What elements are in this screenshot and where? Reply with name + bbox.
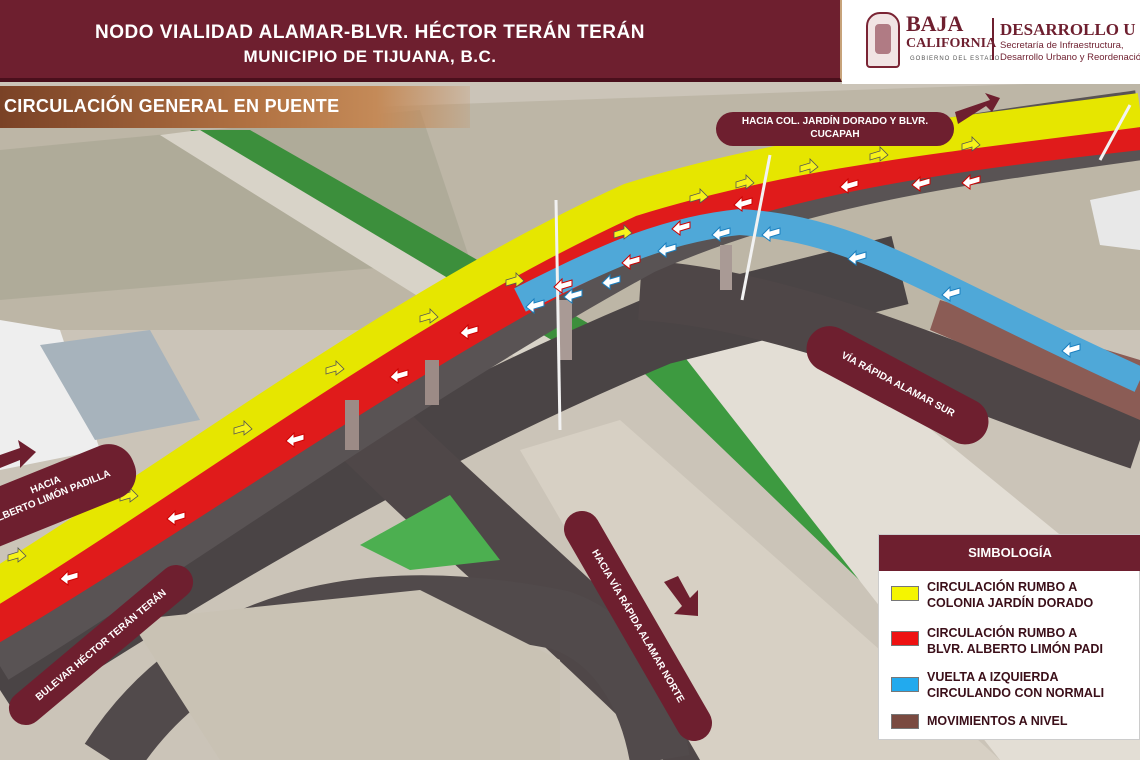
state-seal-icon — [866, 12, 900, 68]
department-subtitle-line2: Desarrollo Urbano y Reordenación T — [1000, 52, 1140, 63]
section-banner: CIRCULACIÓN GENERAL EN PUENTE — [0, 86, 470, 128]
arrow-icon — [664, 576, 698, 616]
department-title: DESARROLLO U — [1000, 20, 1136, 39]
state-name-line1: BAJA — [906, 11, 964, 36]
legend-item-yellow: CIRCULACIÓN RUMBO A COLONIA JARDÍN DORAD… — [891, 579, 1140, 619]
legend-item-blue: VUELTA A IZQUIERDA CIRCULANDO CON NORMAL… — [891, 669, 1140, 709]
lane-blue — [514, 208, 1140, 392]
state-name: BAJA CALIFORNIA — [906, 11, 997, 54]
legend-item-red: CIRCULACIÓN RUMBO A BLVR. ALBERTO LIMÓN … — [891, 625, 1140, 665]
arrow-icon — [955, 93, 1000, 124]
page-title: NODO VIALIDAD ALAMAR-BLVR. HÉCTOR TERÁN … — [95, 22, 645, 43]
state-name-line2: CALIFORNIA — [906, 36, 997, 51]
legend-item-brown: MOVIMIENTOS A NIVEL — [891, 713, 1140, 753]
legend-label: CIRCULACIÓN RUMBO A COLONIA JARDÍN DORAD… — [927, 580, 1094, 610]
government-logo: BAJA CALIFORNIA GOBIERNO DEL ESTADO DESA… — [842, 0, 1140, 84]
legend-label: MOVIMIENTOS A NIVEL — [927, 714, 1068, 728]
legend: SIMBOLOGÍA CIRCULACIÓN RUMBO A COLONIA J… — [878, 534, 1140, 740]
direction-label-jardin-line2: CUCAPAH — [810, 129, 860, 140]
section-title: CIRCULACIÓN GENERAL EN PUENTE — [4, 96, 340, 116]
direction-label-jardin-dorado: HACIA COL. JARDÍN DORADO Y BLVR. CUCAPAH — [716, 112, 954, 146]
direction-label-jardin-line1: HACIA COL. JARDÍN DORADO Y BLVR. — [741, 116, 929, 127]
page-subtitle: MUNICIPIO DE TIJUANA, B.C. — [243, 47, 497, 66]
legend-swatch — [891, 677, 919, 692]
legend-label: VUELTA A IZQUIERDA CIRCULANDO CON NORMAL… — [927, 670, 1105, 700]
department-subtitle-line1: Secretaría de Infraestructura, — [1000, 40, 1124, 51]
legend-swatch — [891, 631, 919, 646]
logo-divider — [992, 18, 994, 60]
legend-title: SIMBOLOGÍA — [968, 545, 1052, 560]
legend-swatch — [891, 586, 919, 601]
state-subtitle: GOBIERNO DEL ESTADO — [910, 56, 1001, 62]
legend-swatch — [891, 714, 919, 729]
legend-header: SIMBOLOGÍA — [879, 535, 1140, 571]
arrow-icon — [0, 440, 36, 468]
legend-label: CIRCULACIÓN RUMBO A BLVR. ALBERTO LIMÓN … — [927, 626, 1103, 656]
title-bar: NODO VIALIDAD ALAMAR-BLVR. HÉCTOR TERÁN … — [0, 0, 842, 82]
department-subtitle: Secretaría de Infraestructura, Desarroll… — [1000, 40, 1140, 64]
